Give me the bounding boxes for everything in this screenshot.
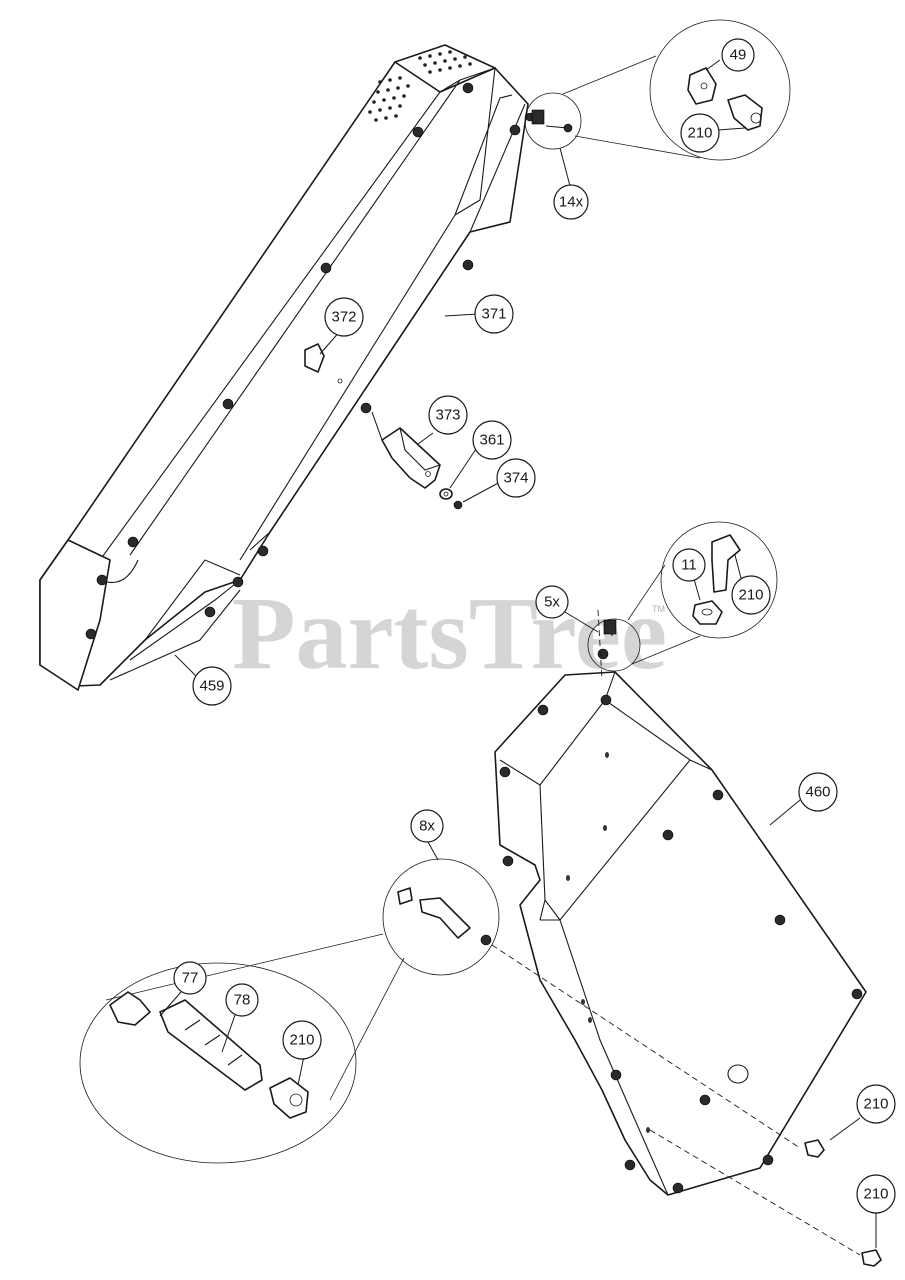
washer-hole <box>443 491 449 497</box>
detail-spacer-assembly <box>79 858 500 1164</box>
upper-cover-end-box <box>39 539 111 691</box>
watermark-trademark: TM <box>652 604 665 614</box>
detail-flange-nut-11 <box>692 600 723 625</box>
lower-belt-cover <box>494 671 867 1196</box>
callout-210-right-2-text: 210 <box>863 1186 888 1203</box>
callout-460-text: 460 <box>805 784 830 801</box>
callout-210-right-2: 210 <box>856 1174 896 1214</box>
clip-372 <box>304 343 325 373</box>
callout-361-text: 361 <box>479 432 504 449</box>
callout-210-right-1-text: 210 <box>863 1096 888 1113</box>
callout-210-mid-text: 210 <box>738 587 763 604</box>
watermark: PartsTree TM <box>232 576 667 691</box>
detail-mid-large-circle <box>660 521 778 639</box>
callout-14x-text: 14x <box>559 194 584 211</box>
callout-49: 49 <box>721 38 755 72</box>
detail-mid-small-circle <box>587 618 641 672</box>
callout-372: 372 <box>324 297 364 337</box>
callout-210-mid: 210 <box>731 575 771 615</box>
callout-361: 361 <box>472 420 512 460</box>
bracket-hole <box>425 471 431 477</box>
detail-screw-210 <box>727 94 763 131</box>
callout-8x: 8x <box>410 809 444 843</box>
callout-11-text: 11 <box>681 557 697 574</box>
lower-cover-access-hole <box>727 1064 749 1084</box>
upper-cover-perforations <box>368 50 472 122</box>
upper-belt-cover <box>39 44 535 691</box>
callout-78-text: 78 <box>234 992 251 1009</box>
detail-spacer-78 <box>159 999 263 1091</box>
detail-nut-screw-middle <box>587 521 778 672</box>
bracket-373 <box>381 427 441 489</box>
callout-459: 459 <box>192 666 232 706</box>
callout-210-top-text: 210 <box>687 125 712 142</box>
callout-11: 11 <box>672 548 706 582</box>
callout-373: 373 <box>428 395 468 435</box>
detail-screw-210-mid <box>711 534 741 593</box>
lower-cover-holes <box>566 752 650 1133</box>
callout-371: 371 <box>474 294 514 334</box>
watermark-text: PartsTree <box>232 576 667 691</box>
callout-49-text: 49 <box>730 47 747 64</box>
callout-78: 78 <box>225 983 259 1017</box>
callout-77: 77 <box>173 961 207 995</box>
upper-cover-fasteners <box>85 82 535 640</box>
callout-210-detail: 210 <box>282 1020 322 1060</box>
callouts: 49 210 14x 372 371 373 361 374 <box>173 38 896 1214</box>
callout-210-top: 210 <box>680 113 720 153</box>
callout-459-text: 459 <box>199 678 224 695</box>
bracket-assembly <box>371 411 463 510</box>
callout-77-text: 77 <box>182 970 199 987</box>
assembly-lines <box>491 609 861 1256</box>
lower-cover-fasteners <box>499 694 863 1194</box>
upper-cover-lower-channel <box>109 559 241 681</box>
nut-374 <box>453 500 463 510</box>
lower-cover-body <box>494 671 867 1196</box>
detail-spacer-large-circle <box>79 962 357 1164</box>
callout-5x: 5x <box>535 585 569 619</box>
callout-14x: 14x <box>553 184 589 220</box>
right-screws <box>804 1139 882 1267</box>
detail-small-clip <box>531 109 545 125</box>
detail-spacer-77 <box>109 991 151 1026</box>
callout-210-detail-text: 210 <box>289 1032 314 1049</box>
callout-374: 374 <box>496 458 536 498</box>
callout-8x-text: 8x <box>419 818 435 835</box>
callout-460: 460 <box>798 772 838 812</box>
detail-large-circle <box>649 19 791 161</box>
callout-5x-text: 5x <box>544 594 560 611</box>
callout-371-text: 371 <box>481 306 506 323</box>
callout-373-text: 373 <box>435 407 460 424</box>
detail-nut-clip-49 <box>687 67 717 105</box>
callout-374-text: 374 <box>503 470 528 487</box>
callout-210-right-1: 210 <box>856 1084 896 1124</box>
detail-nut-clip <box>524 19 791 161</box>
detail-screw-210-left <box>269 1077 309 1119</box>
lower-cover-edge-1 <box>499 671 713 921</box>
callout-372-text: 372 <box>331 309 356 326</box>
washer-361 <box>439 488 453 500</box>
detail-small-circle <box>524 92 582 150</box>
detail-spacer-small-circle <box>382 858 500 976</box>
clip-372-hole <box>337 378 343 384</box>
